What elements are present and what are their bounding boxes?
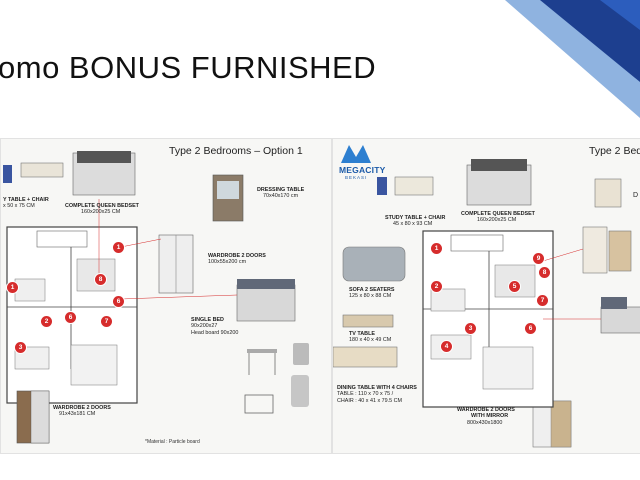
plan-header: Type 2 Bedrooms – Option 1: [169, 145, 303, 157]
marker-1: 1: [7, 282, 18, 293]
right-edge-label: D: [633, 192, 639, 199]
marker-r-6: 6: [525, 323, 536, 334]
trash-bin-illustration: [293, 343, 309, 365]
chair-illustration-r: [377, 177, 387, 195]
cabinet-illustration-r: [608, 230, 632, 272]
chair-illustration: [3, 165, 12, 183]
living-room-plan: [14, 278, 46, 302]
bathroom-plan: [70, 344, 118, 386]
living-room-plan-r: [430, 288, 466, 312]
floorplan-panel-left: Type 2 Bedrooms – Option 1: [0, 138, 332, 454]
balcony-area-r: [450, 234, 504, 252]
bathroom-plan-r: [482, 346, 534, 390]
marker-r-9: 9: [533, 253, 544, 264]
marker-r-5: 5: [509, 281, 520, 292]
logo-text: MEGACITY: [339, 165, 386, 175]
single-bed-headboard-r: [601, 297, 627, 309]
marker-6b: 6: [113, 296, 124, 307]
dining-table-illustration: [333, 346, 398, 368]
pedal-bin-illustration: [291, 375, 309, 407]
study-table-illustration-r: [394, 176, 434, 196]
material-note: *Material : Particle board: [145, 439, 200, 445]
balcony-area: [36, 230, 88, 248]
marker-r-8: 8: [539, 267, 550, 278]
slide-title: omo BONUS FURNISHED: [0, 50, 377, 85]
bed-headboard-r: [471, 159, 527, 171]
kitchen-plan: [14, 346, 50, 370]
tv-table-illustration: [342, 314, 394, 328]
queen-bed-illustration-r: [466, 164, 532, 206]
marker-r-7: 7: [537, 295, 548, 306]
sofa-illustration: [342, 246, 406, 282]
bed-headboard: [77, 151, 131, 163]
plan-header-right: Type 2 Bed: [589, 145, 640, 157]
marker-r-4: 4: [441, 341, 452, 352]
marker-6a: 6: [65, 312, 76, 323]
clothes-rack-illustration: [247, 349, 277, 353]
dressing-table-illustration-r: [594, 178, 622, 208]
logo-subtext: BEKASI: [345, 175, 368, 180]
single-bed-headboard: [237, 279, 295, 289]
ribbon-mid: [600, 0, 640, 30]
wardrobe-illustration-r: [582, 226, 608, 274]
floorplan-panel-right: Type 2 Bed MEGACITY BEKASI: [332, 138, 640, 454]
megacity-logo-icon: [341, 145, 371, 163]
shoe-rack-illustration: [244, 394, 274, 414]
marker-r-1: 1: [431, 243, 442, 254]
single-bed-illustration: [236, 284, 296, 322]
marker-2: 2: [41, 316, 52, 327]
marker-3: 3: [15, 342, 26, 353]
study-table-illustration: [20, 162, 64, 178]
marker-5: 1: [113, 242, 124, 253]
ribbon-dark: [540, 0, 640, 82]
marker-8: 8: [95, 274, 106, 285]
dressing-mirror: [217, 181, 239, 199]
marker-r-2: 2: [431, 281, 442, 292]
marker-r-3: 3: [465, 323, 476, 334]
marker-7: 7: [101, 316, 112, 327]
single-bed-illustration-r: [600, 306, 640, 334]
